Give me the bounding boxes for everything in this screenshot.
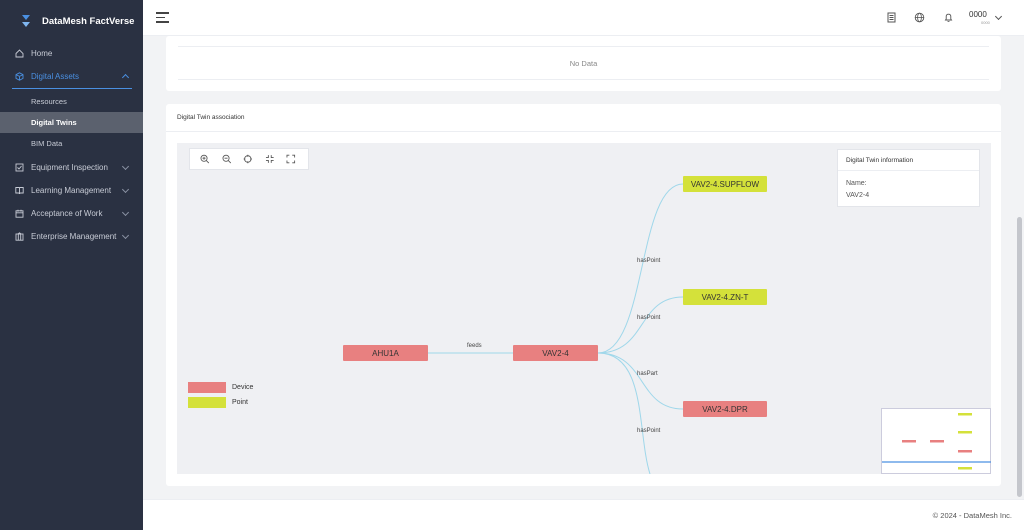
book-icon [15,186,24,195]
legend-label: Point [232,398,248,406]
home-icon [15,48,24,58]
chevron-down-icon [121,231,130,240]
sidebar-item-enterprise-management[interactable]: Enterprise Management [0,225,143,247]
legend-label: Device [232,383,254,391]
graph-edges [428,183,684,474]
info-panel-title: Digital Twin information [838,150,979,171]
info-panel-body: Name: VAV2-4 [838,171,979,209]
logo-icon [22,15,30,27]
edge-label: hasPart [637,371,658,377]
active-underline [12,88,132,89]
name-value: VAV2-4 [846,192,870,199]
name-label: Name: [846,180,867,187]
edge-haspart-dpr [597,352,684,410]
chevron-down-icon [121,162,130,171]
chevron-up-icon [121,73,130,82]
edge-label: hasPoint [637,315,661,321]
sidebar-item-label: Digital Assets [31,71,80,81]
legend-swatch-device [188,381,226,393]
submenu-label: Resources [31,97,67,106]
sidebar-item-home[interactable]: Home [0,42,143,64]
zoom-out-icon[interactable] [222,154,232,164]
edge-label: hasPoint [637,258,661,264]
legend-item-point: Point [188,395,253,409]
document-icon[interactable] [886,12,897,23]
footer: © 2024 - DataMesh Inc. [143,499,1024,530]
calendar-icon [15,209,24,218]
sidebar-item-learning-management[interactable]: Learning Management [0,179,143,201]
graph-canvas[interactable]: AHU1A VAV2-4 VAV2-4.SUPFLOW VAV2-4.ZN-T … [177,143,991,474]
graph-legend: Device Point [188,380,253,410]
sidebar-item-label: Equipment Inspection [31,162,108,172]
minimap-content [882,413,991,470]
cube-icon [15,71,24,81]
card-divider [166,131,1001,132]
sidebar-item-acceptance-of-work[interactable]: Acceptance of Work [0,202,143,224]
menu-toggle-icon[interactable] [156,12,169,23]
submenu-item-resources[interactable]: Resources [0,91,143,112]
user-sub: 0000 [981,20,990,25]
bell-icon[interactable] [943,12,954,23]
brand[interactable]: DataMesh FactVerse [0,0,143,42]
submenu-label: BIM Data [31,139,63,148]
user-menu[interactable]: 0000 0000 [969,10,990,25]
sidebar-item-label: Enterprise Management [31,231,117,241]
copyright: © 2024 - DataMesh Inc. [932,511,1012,520]
edge-haspoint-supflow [597,183,684,354]
node-vav2-4[interactable]: VAV2-4 [513,345,598,361]
sidebar: DataMesh FactVerse Home Digital Assets R… [0,0,143,530]
chevron-down-icon[interactable] [994,12,1003,21]
table-bottom-divider [178,79,989,80]
chevron-down-icon [121,208,130,217]
node-ahu1a[interactable]: AHU1A [343,345,428,361]
edge-label: feeds [467,343,482,349]
empty-state-text: No Data [569,59,598,68]
node-vav2-4-supflow[interactable]: VAV2-4.SUPFLOW [683,176,767,192]
edge-label: hasPoint [637,428,661,434]
card-title: Digital Twin association [177,114,245,121]
sidebar-item-label: Acceptance of Work [31,208,103,218]
submenu-label: Digital Twins [31,118,77,127]
collapse-icon[interactable] [265,154,275,164]
edge-haspoint-offscreen [597,352,651,474]
node-vav2-4-zn-t[interactable]: VAV2-4.ZN-T [683,289,767,305]
checklist-icon [15,163,24,172]
app-title: DataMesh FactVerse [42,15,135,27]
table-header-divider [178,46,989,47]
graph-toolbar [189,148,309,170]
top-header: 0000 0000 [143,0,1024,36]
fullscreen-icon[interactable] [286,154,296,164]
sidebar-item-label: Home [31,48,53,58]
submenu-item-bim-data[interactable]: BIM Data [0,133,143,154]
fit-center-icon[interactable] [243,154,253,164]
node-vav2-4-dpr[interactable]: VAV2-4.DPR [683,401,767,417]
legend-swatch-point [188,396,226,408]
submenu-item-digital-twins[interactable]: Digital Twins [0,112,143,133]
user-name: 0000 [969,10,987,19]
sidebar-item-equipment-inspection[interactable]: Equipment Inspection [0,156,143,178]
graph-minimap[interactable] [881,408,991,474]
building-icon [15,231,24,241]
chevron-down-icon [121,185,130,194]
legend-item-device: Device [188,380,253,394]
association-card: Digital Twin association [166,104,1001,486]
zoom-in-icon[interactable] [200,154,210,164]
twin-info-panel: Digital Twin information Name: VAV2-4 [837,149,980,207]
results-table-card: No Data [166,36,1001,91]
sidebar-item-label: Learning Management [31,185,112,195]
page-scrollbar[interactable] [1017,217,1022,497]
edge-haspoint-znt [597,296,684,354]
sidebar-item-digital-assets[interactable]: Digital Assets [0,65,143,87]
globe-icon[interactable] [914,12,925,23]
